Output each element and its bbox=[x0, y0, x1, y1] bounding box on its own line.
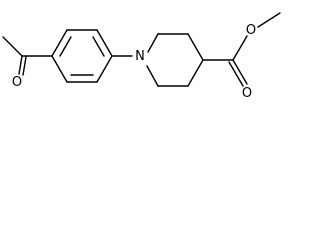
ester-methyl-bond bbox=[257, 12, 281, 28]
benzene-inner-bond-2 bbox=[92, 36, 105, 57]
benzene-bond-6 bbox=[51, 55, 68, 83]
benzene-bond-4 bbox=[96, 55, 113, 83]
ketone-oxygen-label: O bbox=[12, 75, 22, 90]
ester-carbonyl-bond-double bbox=[228, 61, 244, 87]
acetyl-group bbox=[2, 36, 53, 76]
piperidine-ring bbox=[146, 33, 204, 87]
acetyl-carbonyl-bond bbox=[18, 55, 23, 75]
acetyl-methyl-bond bbox=[2, 36, 23, 57]
ester-alkoxy-oxygen-label: O bbox=[246, 23, 256, 38]
methyl-ester-group bbox=[202, 12, 281, 87]
ester-carbonyl-bond bbox=[232, 59, 248, 85]
ring-nitrogen-label: N bbox=[135, 49, 145, 64]
benzene-bond-3 bbox=[96, 29, 113, 57]
ester-alkoxy-bond bbox=[232, 35, 248, 61]
piperidine-bond-6 bbox=[146, 65, 159, 87]
piperidine-bond-4 bbox=[187, 59, 204, 87]
atom-labels: N O O O bbox=[12, 23, 256, 101]
chemical-structure-diagram: N O O O bbox=[2, 12, 281, 101]
benzene-bond-1 bbox=[51, 29, 68, 57]
piperidine-bond-3 bbox=[187, 33, 204, 61]
acetyl-carbonyl-bond-double bbox=[22, 56, 27, 76]
piperidine-bond-1 bbox=[147, 33, 159, 53]
ester-carbonyl-oxygen-label: O bbox=[242, 86, 252, 101]
benzene-inner-bond-1 bbox=[59, 36, 72, 57]
benzene-ring bbox=[51, 29, 113, 83]
